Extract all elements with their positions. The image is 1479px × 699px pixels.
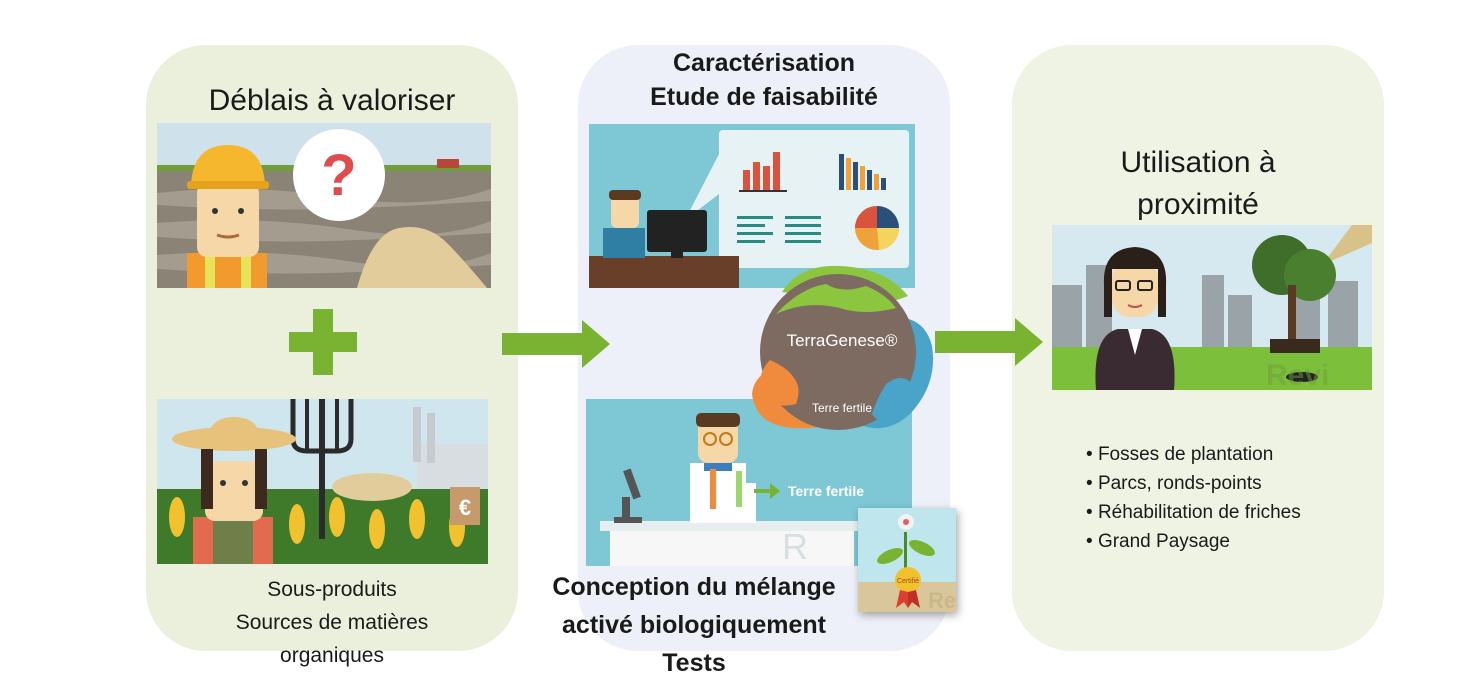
- caption-line: Sources de matières: [235, 611, 429, 634]
- list-item: Grand Paysage: [1086, 527, 1376, 556]
- analyst-dashboard-illustration: [589, 124, 915, 288]
- lab-label: Terre fertile: [788, 483, 864, 499]
- bottom-line: activé biologiquement: [562, 611, 826, 639]
- caption-line: organiques: [280, 644, 384, 667]
- caption-line: Sous-produits: [267, 578, 397, 601]
- left-panel-title: Déblais à valoriser: [208, 84, 456, 117]
- svg-text:R: R: [782, 526, 808, 566]
- usage-list: Fosses de plantation Parcs, ronds-points…: [1086, 440, 1376, 556]
- certificate-flower-icon: Certifié Rev: [858, 508, 956, 612]
- hub-label: TerraGenese®: [787, 331, 898, 350]
- middle-panel-title: Caractérisation Etude de faisabilité: [578, 46, 950, 114]
- hub-sublabel: Terre fertile: [812, 401, 872, 415]
- pitchfork-icon: [290, 399, 354, 539]
- middle-panel-bottom-text: Conception du mélange activé biologiquem…: [518, 568, 870, 682]
- farmhouse-icon: [437, 159, 459, 168]
- tree-icon: [1252, 235, 1336, 353]
- list-item: Réhabilitation de friches: [1086, 498, 1376, 527]
- terragenese-hub: TerraGenese® Terre fertile: [746, 264, 936, 432]
- title-line: Etude de faisabilité: [650, 83, 878, 111]
- bar-chart-icon: [839, 154, 886, 190]
- watermark: Rev: [928, 588, 956, 612]
- woman-tree-city-illustration: Revi: [1052, 225, 1372, 390]
- arrow-right-icon: [935, 318, 1045, 366]
- question-mark-icon: ?: [321, 143, 356, 208]
- farmer-illustration: €: [157, 399, 488, 564]
- title-line: proximité: [1137, 188, 1259, 221]
- list-icon: [737, 216, 821, 243]
- list-item: Fosses de plantation: [1086, 440, 1376, 469]
- bottom-line: Tests: [662, 649, 726, 677]
- plus-icon: [289, 309, 357, 375]
- pie-chart-icon: [855, 206, 900, 250]
- bar-chart-icon: [743, 152, 780, 190]
- arrow-right-icon: [502, 320, 612, 368]
- worker-quarry-illustration: ?: [157, 123, 491, 288]
- microscope-icon: [614, 468, 642, 523]
- right-panel-title: Utilisation à proximité: [1012, 142, 1384, 226]
- list-item: Parcs, ronds-points: [1086, 469, 1376, 498]
- euro-icon: €: [459, 495, 471, 520]
- watermark: Revi: [1266, 359, 1329, 390]
- certificate-label: Certifié: [897, 578, 919, 585]
- bottom-line: Conception du mélange: [552, 573, 836, 601]
- title-line: Caractérisation: [672, 49, 856, 77]
- title-line: Utilisation à: [1120, 146, 1276, 179]
- left-panel-caption: Sous-produits Sources de matières organi…: [146, 573, 518, 672]
